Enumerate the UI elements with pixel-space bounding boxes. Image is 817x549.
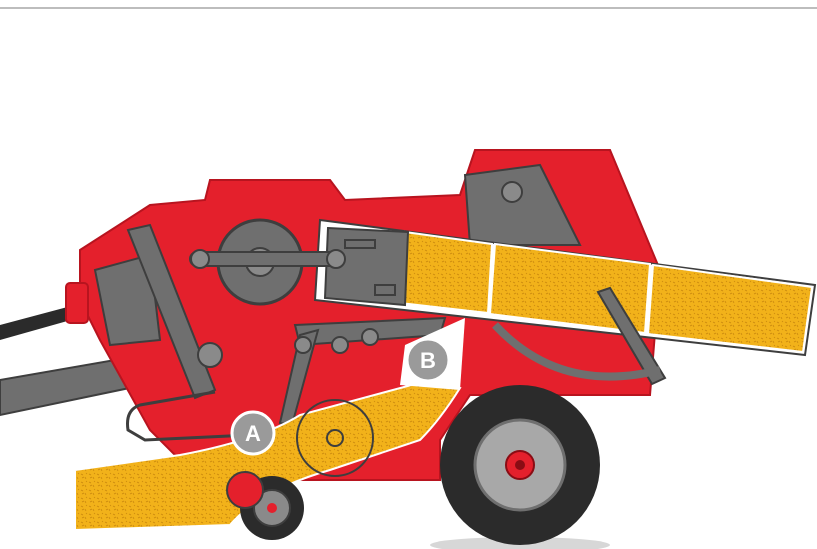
callout-a: A (232, 412, 274, 454)
callout-b: B (407, 339, 449, 381)
callout-a-label: A (245, 421, 261, 446)
connecting-rod (190, 250, 345, 268)
callout-b-label: B (420, 348, 436, 373)
bale-1 (400, 232, 492, 313)
